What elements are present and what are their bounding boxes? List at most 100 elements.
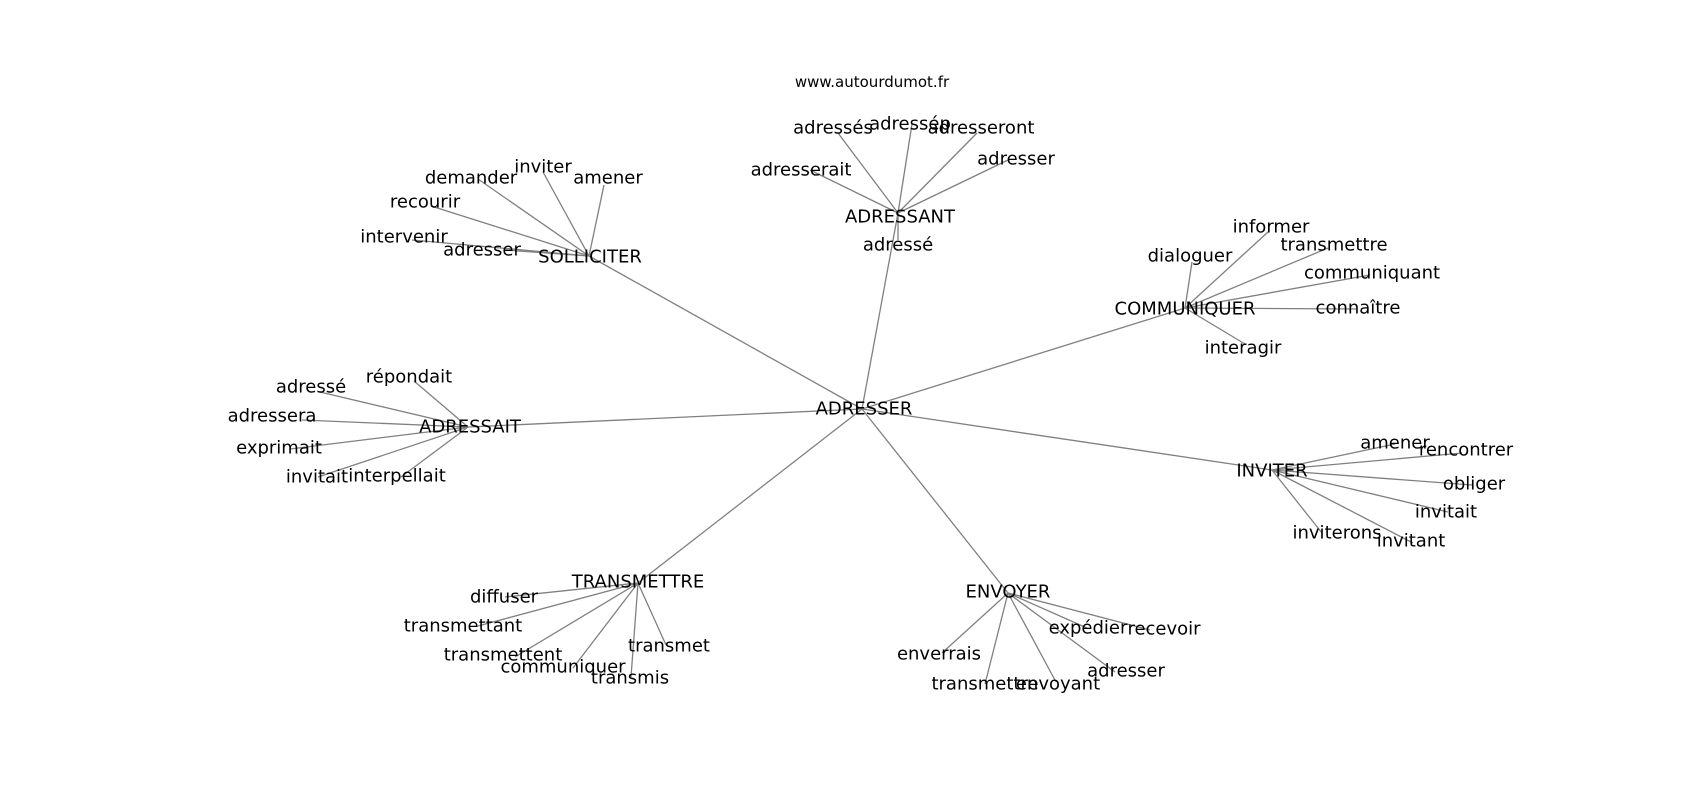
edge-adressait-interpellait	[400, 426, 469, 478]
leaf-node-envoyer-enverrais[interactable]: enverrais	[897, 644, 981, 665]
leaf-node-communiquer-informer[interactable]: informer	[1233, 217, 1310, 238]
root-node-label[interactable]: ADRESSER	[816, 399, 913, 420]
leaf-node-adressant-adresses[interactable]: adressés	[793, 118, 873, 139]
hub-node-communiquer[interactable]: COMMUNIQUER	[1115, 299, 1256, 320]
edges-layer	[289, 123, 1473, 685]
edge-envoyer-enverrais	[941, 592, 1009, 654]
edge-adressant-adresseront	[897, 132, 978, 214]
leaf-node-adressait-invitait[interactable]: invitait	[286, 467, 348, 488]
edge-solliciter-adresser	[503, 249, 590, 257]
leaf-node-transmettre-transmis[interactable]: transmis	[591, 668, 669, 689]
leaf-node-transmettre-diffuser[interactable]: diffuser	[470, 587, 539, 608]
leaf-node-solliciter-amener[interactable]: amener	[573, 168, 643, 189]
labels-layer: ADRESSERSOLLICITERdemanderinviteramenerr…	[228, 114, 1514, 695]
edge-transmettre-transmis	[630, 582, 639, 678]
edge-adressait-adressera	[301, 419, 469, 428]
edge-communiquer-dialoguer	[1184, 261, 1193, 309]
leaf-node-inviter-amener[interactable]: amener	[1360, 433, 1430, 454]
edge-adressait-repondait	[413, 380, 469, 428]
hub-node-envoyer[interactable]: ENVOYER	[966, 582, 1051, 603]
hub-node-adressait[interactable]: ADRESSAIT	[419, 417, 522, 438]
leaf-node-adressant-adressep[interactable]: adressép	[869, 114, 951, 135]
leaf-node-transmettre-transmettent[interactable]: transmettent	[444, 645, 563, 666]
leaf-node-solliciter-adresser[interactable]: adresser	[443, 240, 521, 261]
leaf-node-communiquer-communiquant[interactable]: communiquant	[1304, 263, 1440, 284]
leaf-node-adressait-interpellait[interactable]: interpellait	[348, 466, 446, 487]
leaf-node-solliciter-inviter[interactable]: inviter	[514, 157, 572, 178]
edge-inviter-obliger	[1271, 469, 1473, 486]
edge-adressant-adresses	[837, 132, 899, 214]
source-credit: www.autourdumot.fr	[795, 73, 950, 91]
hub-node-transmettre[interactable]: TRANSMETTRE	[571, 572, 704, 593]
edge-inviter-rencontrer	[1271, 452, 1463, 471]
edge-envoyer-recevoir	[1007, 592, 1151, 631]
leaf-node-adressant-adresserait[interactable]: adresserait	[751, 160, 852, 181]
leaf-node-communiquer-interagir[interactable]: interagir	[1205, 338, 1282, 359]
edge-transmettre-transmettant	[477, 582, 639, 627]
leaf-node-envoyer-envoyant[interactable]: envoyant	[1016, 674, 1100, 695]
edge-communiquer-communiquant	[1184, 274, 1371, 309]
edge-adressant-adressep	[897, 123, 913, 214]
edge-communiquer-connaitre	[1184, 307, 1357, 310]
edge-inviter-invitait	[1271, 469, 1449, 513]
edge-communiquer-transmettre	[1184, 247, 1329, 309]
leaf-node-transmettre-transmet[interactable]: transmet	[628, 636, 710, 657]
edge-inviter-inviterons	[1271, 469, 1323, 534]
edge-transmettre-diffuser	[504, 582, 639, 598]
leaf-node-communiquer-dialoguer[interactable]: dialoguer	[1148, 246, 1233, 267]
edge-inviter-invitant	[1271, 469, 1414, 544]
leaf-node-inviter-invitait[interactable]: invitait	[1415, 502, 1477, 523]
edge-inviter-amener	[1271, 443, 1396, 471]
leaf-node-envoyer-expedier[interactable]: expédier	[1049, 618, 1128, 639]
hub-node-adressant[interactable]: ADRESSANT	[845, 207, 956, 228]
leaf-node-envoyer-recevoir[interactable]: recevoir	[1127, 619, 1201, 640]
leaf-node-inviter-inviterons[interactable]: inviterons	[1293, 523, 1382, 544]
edge-transmettre-communiquer	[572, 582, 639, 669]
edge-communiquer-interagir	[1184, 307, 1246, 345]
edge-root-communiquer	[861, 307, 1186, 410]
leaf-node-adressait-adressera[interactable]: adressera	[228, 406, 317, 427]
edge-transmettre-transmet	[637, 582, 667, 646]
edge-adressant-adresser	[897, 159, 1009, 214]
edge-root-transmettre	[637, 408, 863, 584]
leaf-node-inviter-rencontrer[interactable]: rencontrer	[1419, 440, 1514, 461]
leaf-node-adressant-adresser[interactable]: adresser	[977, 149, 1055, 170]
edge-root-adressait	[467, 408, 863, 428]
leaf-node-solliciter-recourir[interactable]: recourir	[390, 192, 461, 213]
edge-solliciter-inviter	[542, 171, 590, 257]
hub-node-solliciter[interactable]: SOLLICITER	[538, 247, 642, 268]
edge-root-envoyer	[861, 408, 1009, 594]
edge-root-solliciter	[588, 255, 863, 410]
leaf-node-inviter-invitant[interactable]: invitant	[1377, 531, 1446, 552]
edge-root-inviter	[861, 408, 1273, 471]
edge-envoyer-expedier	[1007, 592, 1088, 629]
hub-node-inviter[interactable]: INVITER	[1236, 461, 1307, 482]
edge-adressant-adresserait	[809, 169, 899, 214]
edge-envoyer-adresser	[1007, 592, 1116, 673]
edge-solliciter-recourir	[430, 205, 590, 257]
leaf-node-transmettre-communiquer[interactable]: communiquer	[500, 657, 626, 678]
leaf-node-inviter-obliger[interactable]: obliger	[1443, 474, 1506, 495]
edge-envoyer-envoyant	[1007, 592, 1057, 683]
edge-adressait-exprimait	[289, 426, 469, 450]
edge-adressait-adresse	[319, 391, 469, 428]
leaf-node-solliciter-intervenir[interactable]: intervenir	[360, 227, 448, 248]
leaf-node-envoyer-adresser[interactable]: adresser	[1087, 661, 1165, 682]
leaf-node-adressant-adresse[interactable]: adressé	[863, 235, 933, 256]
leaf-node-solliciter-demander[interactable]: demander	[425, 168, 518, 189]
leaf-node-communiquer-transmettre[interactable]: transmettre	[1280, 235, 1387, 256]
leaf-node-transmettre-transmettant[interactable]: transmettant	[404, 616, 523, 637]
edge-solliciter-amener	[588, 184, 605, 257]
leaf-node-adressait-repondait[interactable]: répondait	[366, 367, 452, 388]
leaf-node-communiquer-connaitre[interactable]: connaître	[1316, 298, 1401, 319]
leaf-node-adressant-adresseront[interactable]: adresseront	[928, 118, 1035, 139]
leaf-node-adressait-adresse[interactable]: adressé	[276, 377, 346, 398]
edge-adressait-invitait	[317, 426, 469, 478]
edge-solliciter-demander	[477, 178, 590, 257]
edge-communiquer-informer	[1184, 231, 1269, 309]
edge-root-adressant	[861, 212, 899, 410]
edge-envoyer-transmettre	[984, 592, 1009, 685]
leaf-node-envoyer-transmettre[interactable]: transmettre	[931, 674, 1038, 695]
leaf-node-adressait-exprimait[interactable]: exprimait	[236, 438, 322, 459]
